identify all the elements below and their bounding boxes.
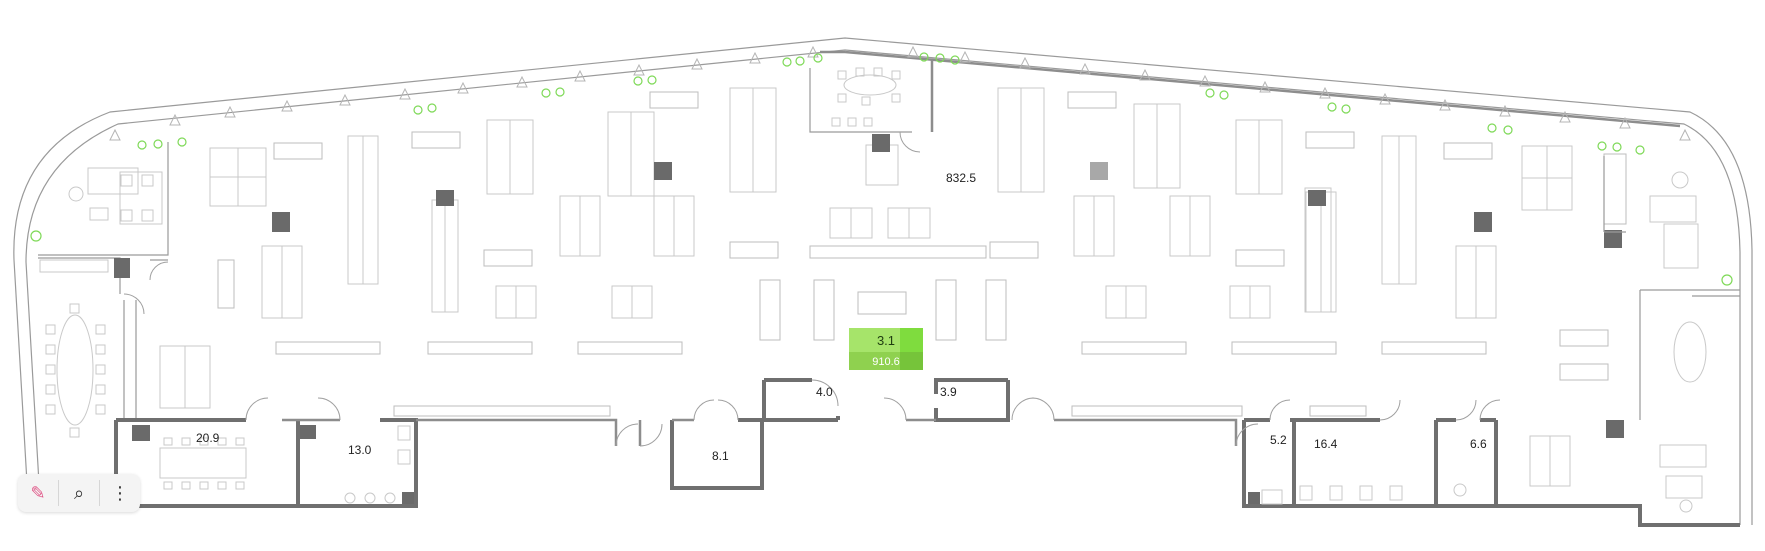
- area-label-restroom-left: 13.0: [348, 443, 372, 457]
- meeting-table-209: [159, 437, 247, 490]
- area-label-room-3-9: 3.9: [940, 385, 957, 399]
- area-label-restroom-6-6: 6.6: [1470, 437, 1487, 451]
- restroom-fixtures: [344, 425, 1693, 513]
- badge-top-value: 3.1: [877, 333, 895, 348]
- plants: [30, 52, 1733, 286]
- area-label-restroom-right: 16.4: [1314, 437, 1338, 451]
- window-mullions: [109, 45, 1691, 141]
- right-offices: [1603, 156, 1740, 499]
- room-labels: 832.5 20.9 13.0 8.1 4.0 3.9 5.2 16.4 6.6: [196, 171, 1487, 463]
- area-label-room-4: 4.0: [816, 385, 833, 399]
- area-label-meeting-room: 20.9: [196, 431, 220, 445]
- toolbar-separator: [58, 480, 59, 506]
- area-label-open-space: 832.5: [946, 171, 976, 185]
- outer-walls: [13, 37, 1753, 525]
- columns: [114, 134, 1624, 504]
- more-vertical-icon[interactable]: ⋮: [111, 482, 129, 504]
- search-icon[interactable]: ⌕: [73, 482, 85, 504]
- area-label-closet: 5.2: [1270, 433, 1287, 447]
- doors: [123, 131, 1501, 447]
- pen-icon[interactable]: ✎: [30, 482, 46, 504]
- area-label-storage: 8.1: [712, 449, 729, 463]
- top-meeting-room: [809, 60, 934, 133]
- badge-bottom-value: 910.6: [872, 356, 900, 368]
- core-walls: [114, 289, 1740, 527]
- floating-toolbar: ✎ ⌕ ⋮: [18, 474, 140, 512]
- top-left-office: [38, 142, 169, 261]
- toolbar-separator: [99, 480, 100, 506]
- selected-area-badge[interactable]: 3.1 910.6: [849, 328, 923, 370]
- desk-clusters: [159, 87, 1627, 487]
- left-conference: [38, 257, 137, 438]
